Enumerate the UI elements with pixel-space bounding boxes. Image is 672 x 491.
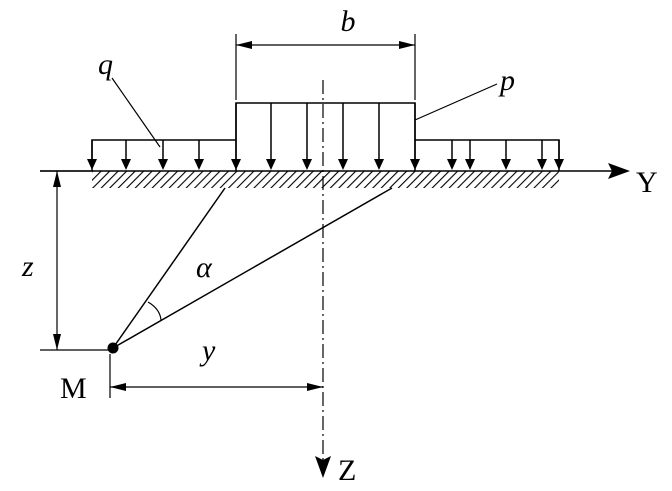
width-dimension [235,34,416,100]
depth-label: z [21,250,34,283]
p-load-arrow [231,103,241,170]
p-load-arrow [374,103,384,170]
ray-right-edge [112,187,393,349]
strip-load-p [231,102,420,171]
surcharge-load-q [87,139,564,171]
angle-arc [147,301,162,321]
point-label: M [60,372,87,405]
point-m [107,342,119,354]
q-load-arrow [537,140,547,170]
depth-dimension [40,170,110,351]
surcharge-label: q [98,48,113,81]
z-axis-arrowhead [315,456,331,478]
ray-left-edge [112,187,226,349]
offset-dimension [109,354,323,398]
q-load-arrow [87,140,97,170]
q-load-arrow [465,140,475,170]
q-load-arrow [158,140,168,170]
width-label: b [341,5,356,38]
offset-label: y [199,334,216,367]
p-load-arrow [338,103,348,170]
q-load-arrow [121,140,131,170]
q-load-arrow [501,140,511,170]
y-axis-label: Y [636,166,658,199]
y-axis-arrowhead [608,163,630,179]
p-load-arrow [410,103,420,170]
p-leader-line [414,83,498,121]
angle-label: α [196,251,213,284]
q-load-arrow [447,140,457,170]
p-load-arrow [266,103,276,170]
ground-hatch [92,171,559,188]
q-load-arrow [554,140,564,170]
p-load-arrow [302,103,312,170]
q-load-arrow [194,140,204,170]
z-axis-label: Z [338,454,356,487]
q-leader-line [111,77,161,148]
pressure-label: p [498,64,515,97]
